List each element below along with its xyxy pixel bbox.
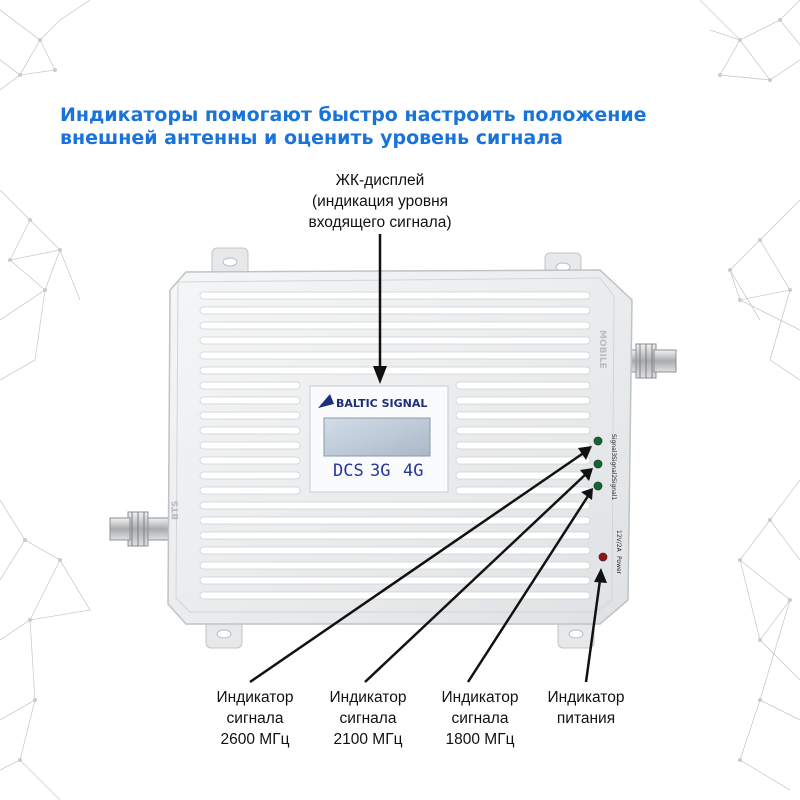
- callout-power-line-2: питания: [556, 710, 616, 727]
- lcd-caption: ЖК-дисплей (индикация уровня входящего с…: [270, 170, 490, 233]
- callout-2600: Индикатор сигнала 2600 МГц: [195, 687, 315, 750]
- callout-2100-line-1: Индикатор: [329, 689, 407, 706]
- arrow-2600: [249, 450, 586, 684]
- led-label-voltage: 12V/2A: [615, 530, 622, 553]
- cooling-rib: [455, 381, 591, 390]
- page-headline: Индикаторы помогают быстро настроить пол…: [60, 104, 760, 150]
- lcd-caption-line-2: (индикация уровня: [311, 193, 449, 210]
- headline-line-1: Индикаторы помогают быстро настроить пол…: [60, 104, 647, 126]
- mobile-port-label: MOBILE: [597, 330, 607, 369]
- led-signal1: [593, 481, 603, 491]
- arrow-1800: [466, 495, 590, 683]
- cooling-rib: [199, 411, 301, 420]
- band-label-4g: 4G: [403, 461, 423, 481]
- cooling-rib: [199, 516, 591, 525]
- led-label-signal2: Signal2: [610, 456, 617, 478]
- lcd-caption-line-1: ЖК-дисплей: [335, 172, 425, 189]
- cooling-rib: [199, 291, 591, 300]
- cooling-rib: [199, 561, 591, 570]
- callout-2600-line-2: сигнала: [226, 710, 284, 727]
- led-power: [598, 552, 608, 562]
- cooling-rib: [199, 501, 591, 510]
- cooling-rib: [199, 321, 591, 330]
- cooling-rib: [455, 471, 591, 480]
- lcd-panel: BALTIC SIGNAL DCS 3G 4G: [309, 385, 449, 493]
- callout-2600-line-1: Индикатор: [216, 689, 294, 706]
- callout-1800: Индикатор сигнала 1800 МГц: [420, 687, 540, 750]
- lcd-caption-line-3: входящего сигнала): [308, 214, 452, 231]
- callout-2600-line-3: 2600 МГц: [220, 731, 290, 748]
- cooling-rib: [199, 366, 591, 375]
- cooling-rib: [455, 441, 591, 450]
- band-label-3g: 3G: [370, 461, 390, 481]
- brand-label: BALTIC SIGNAL: [336, 397, 427, 410]
- cooling-rib: [455, 396, 591, 405]
- cooling-rib: [199, 591, 591, 600]
- callout-1800-line-2: сигнала: [451, 710, 509, 727]
- bts-port-label: BTS: [171, 501, 181, 520]
- cooling-rib: [455, 426, 591, 435]
- cooling-rib: [199, 456, 301, 465]
- cooling-rib: [455, 456, 591, 465]
- cooling-rib: [199, 531, 591, 540]
- cooling-rib: [199, 396, 301, 405]
- cooling-rib: [199, 351, 591, 360]
- led-signal3: [593, 436, 603, 446]
- led-signal2: [593, 459, 603, 469]
- cooling-rib: [199, 486, 301, 495]
- lcd-arrow-head: [373, 366, 387, 384]
- callout-power: Индикатор питания: [526, 687, 646, 729]
- cooling-rib: [199, 306, 591, 315]
- led-label-signal3: Signal3: [610, 434, 617, 456]
- led-indicators: Signal3 Signal2 Signal1 Power 12V/2A: [593, 434, 622, 575]
- cooling-ribs: [199, 291, 591, 600]
- cooling-rib: [455, 411, 591, 420]
- arrow-power: [584, 579, 602, 683]
- cooling-rib: [199, 381, 301, 390]
- lcd-screen: [323, 417, 431, 457]
- callout-power-line-1: Индикатор: [547, 689, 625, 706]
- led-label-power: Power: [615, 556, 622, 575]
- cooling-rib: [199, 426, 301, 435]
- callout-2100: Индикатор сигнала 2100 МГц: [308, 687, 428, 750]
- cooling-rib: [199, 471, 301, 480]
- callout-2100-line-2: сигнала: [339, 710, 397, 727]
- callout-1800-line-1: Индикатор: [441, 689, 519, 706]
- headline-line-2: внешней антенны и оценить уровень сигнал…: [60, 127, 563, 149]
- cooling-rib: [199, 576, 591, 585]
- cooling-rib: [199, 336, 591, 345]
- callout-1800-line-3: 1800 МГц: [445, 731, 515, 748]
- callout-arrows: [249, 234, 607, 684]
- led-label-signal1: Signal1: [610, 478, 617, 500]
- cooling-rib: [199, 546, 591, 555]
- arrow-2100: [364, 473, 587, 683]
- callout-2100-line-3: 2100 МГц: [333, 731, 403, 748]
- left-antenna-connector: [109, 511, 177, 547]
- band-label-dcs: DCS: [333, 461, 364, 481]
- cooling-rib: [199, 441, 301, 450]
